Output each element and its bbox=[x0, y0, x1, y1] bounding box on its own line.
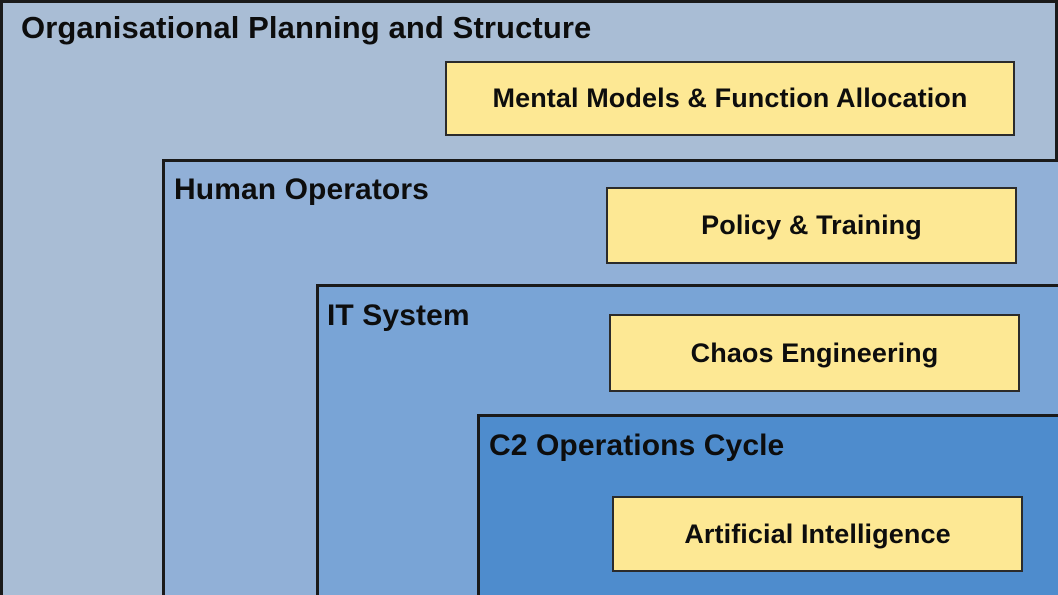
layer-human-operators: Human Operators Policy & Training IT Sys… bbox=[162, 159, 1058, 595]
layer-title-it-system: IT System bbox=[327, 299, 470, 332]
layer-title-human-operators: Human Operators bbox=[174, 173, 429, 206]
layer-title-organisational-planning-and-structure: Organisational Planning and Structure bbox=[21, 10, 592, 45]
layer-c2-operations-cycle: C2 Operations Cycle Artificial Intellige… bbox=[477, 414, 1058, 595]
layer-it-system: IT System Chaos Engineering C2 Operation… bbox=[316, 284, 1058, 595]
item-box-artificial-intelligence: Artificial Intelligence bbox=[612, 496, 1023, 572]
item-box-mental-models-function-allocation: Mental Models & Function Allocation bbox=[445, 61, 1015, 136]
item-box-policy-training: Policy & Training bbox=[606, 187, 1017, 264]
item-box-chaos-engineering: Chaos Engineering bbox=[609, 314, 1020, 392]
layer-title-c2-operations-cycle: C2 Operations Cycle bbox=[489, 429, 785, 462]
